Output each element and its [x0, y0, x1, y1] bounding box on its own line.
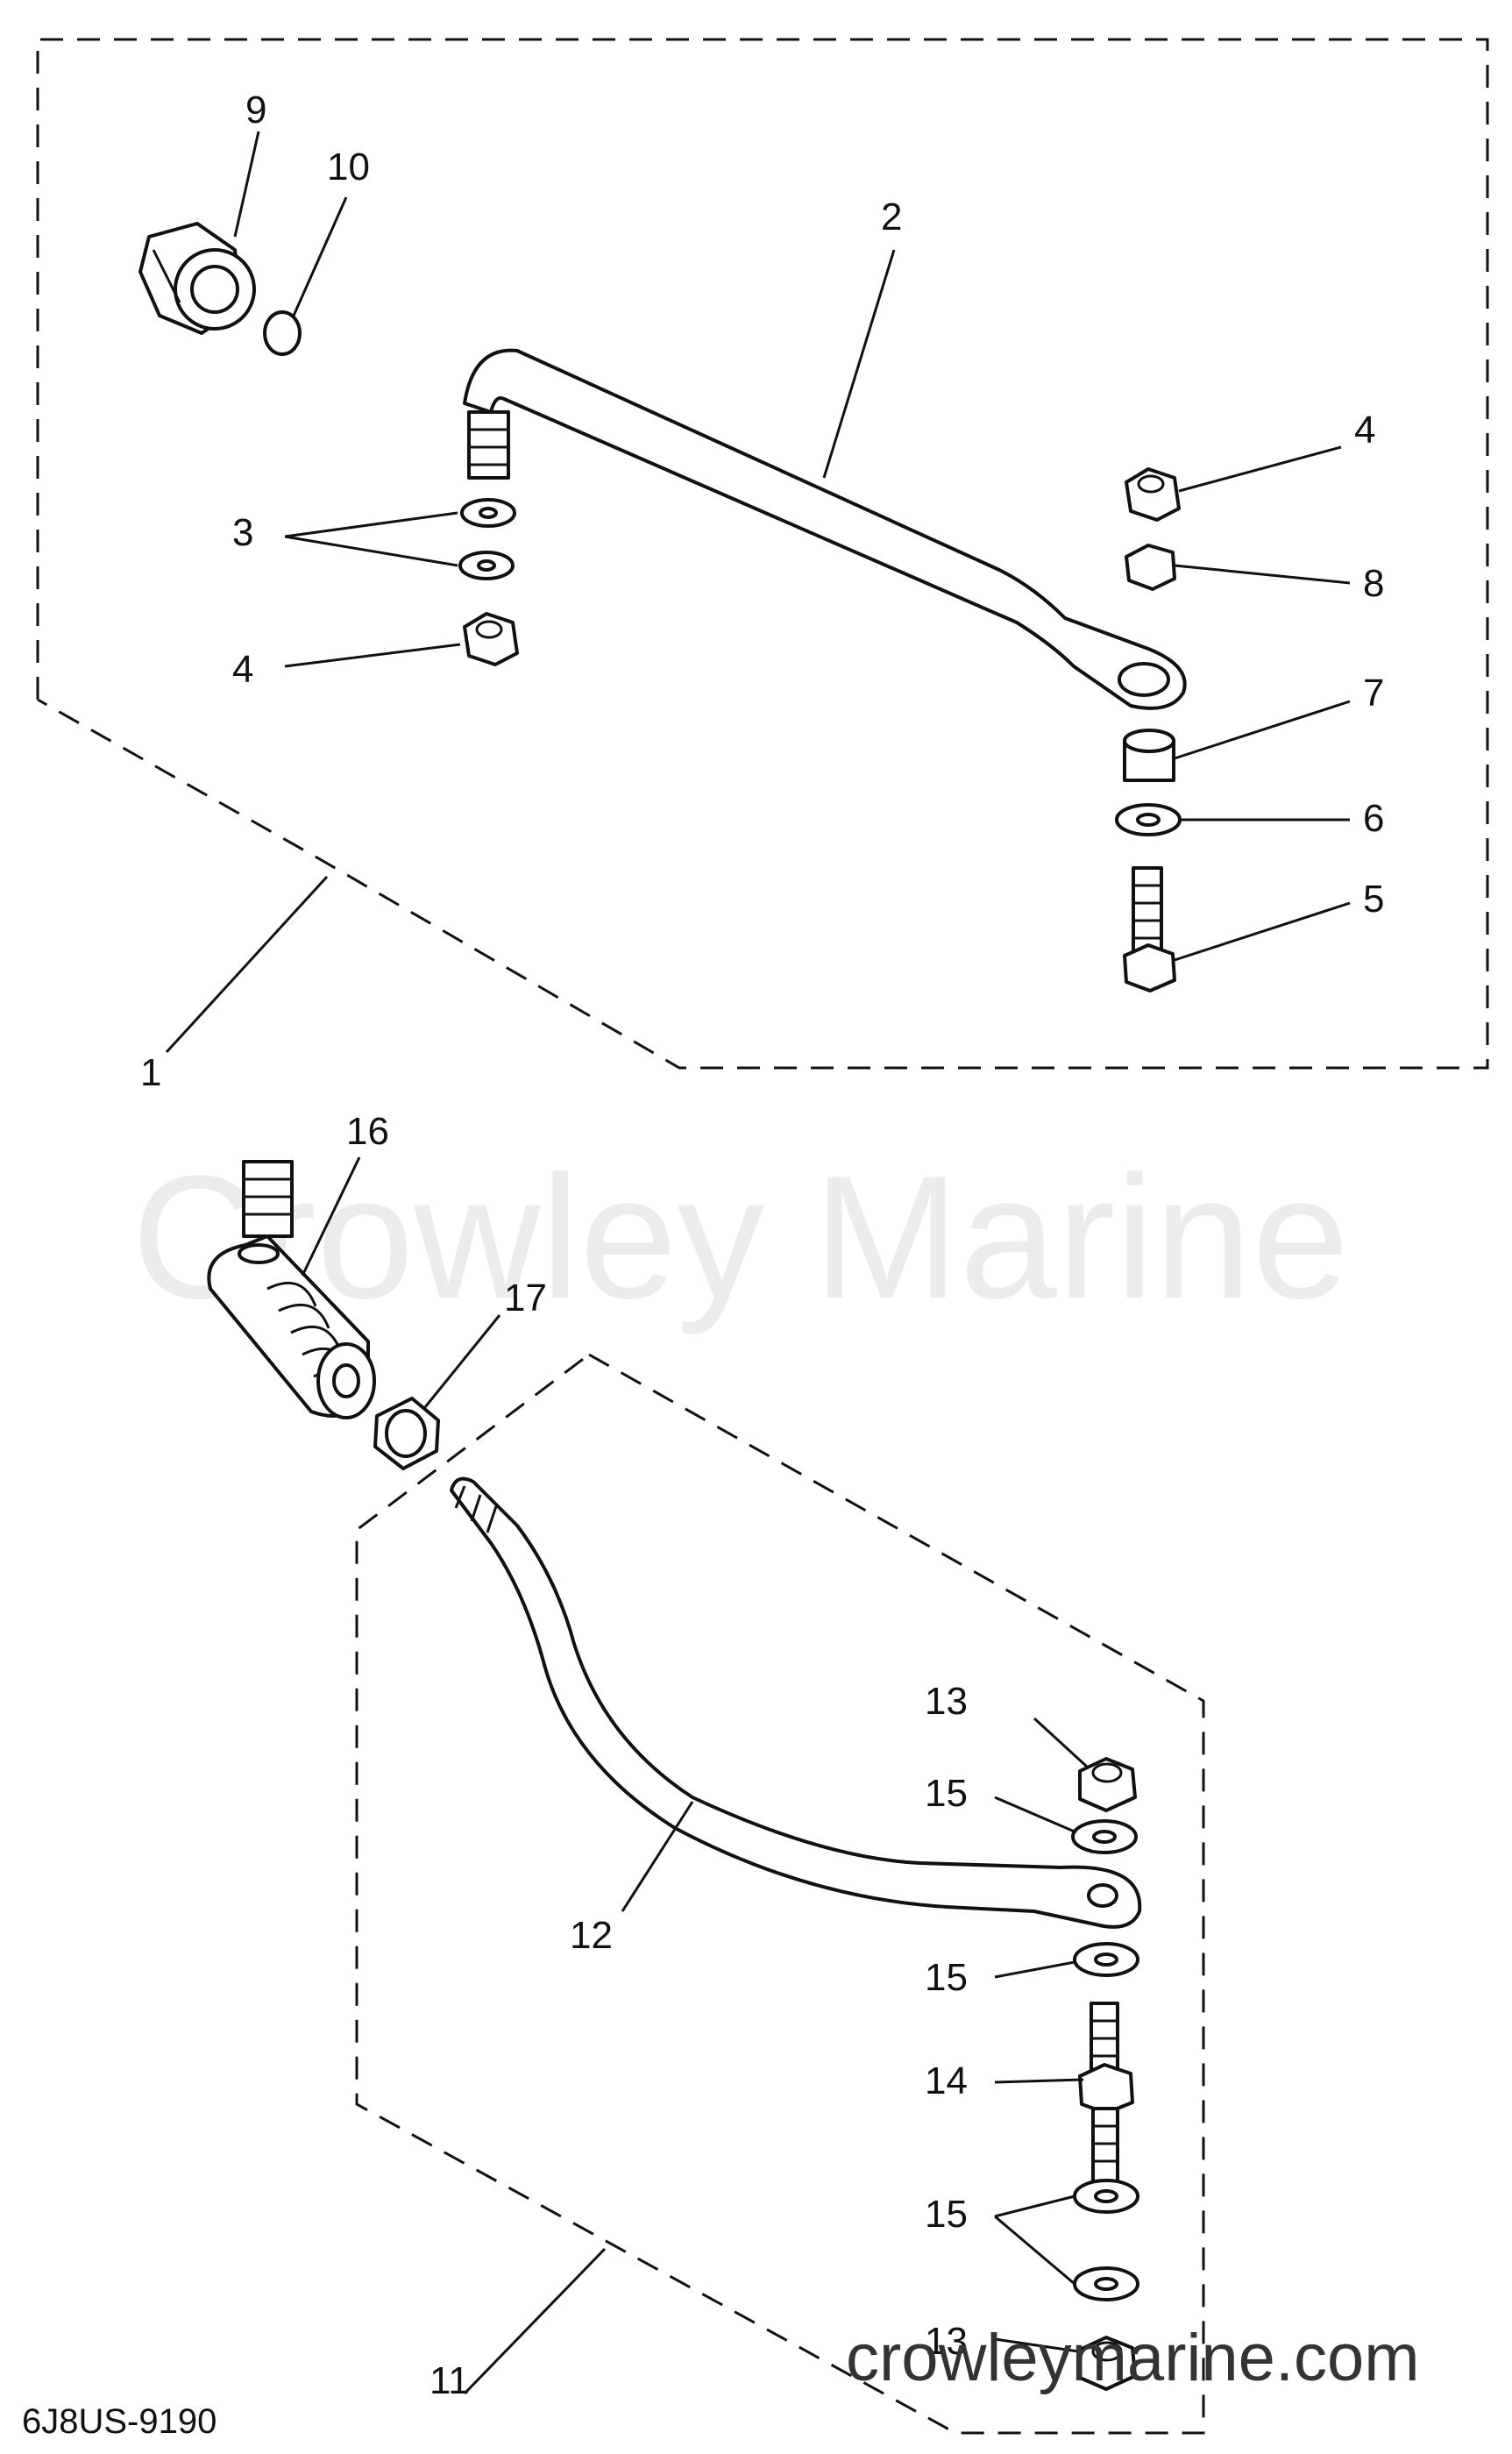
leader-8	[1174, 564, 1351, 585]
part-4-nut-right[interactable]	[1125, 467, 1181, 522]
leader-9	[233, 131, 260, 238]
part-10-o-ring[interactable]	[263, 310, 302, 356]
assembly-11-outline	[355, 1353, 1205, 2435]
leader-17	[423, 1314, 501, 1408]
part-6-washer[interactable]	[1115, 803, 1182, 836]
leader-3a	[284, 511, 458, 538]
part-13-nut-lower[interactable]	[1078, 2336, 1137, 2391]
callout-11: 11	[429, 2359, 470, 2402]
leader-15a	[994, 1796, 1077, 1834]
part-7-bushing[interactable]	[1123, 729, 1175, 782]
callout-10: 10	[327, 146, 370, 188]
part-3-washer-b[interactable]	[458, 551, 515, 580]
leader-4a	[284, 643, 461, 668]
leader-7	[1174, 700, 1351, 760]
leader-4b	[1178, 445, 1342, 493]
leader-3b	[284, 535, 458, 567]
part-12-shift-rod[interactable]	[450, 1476, 1142, 1929]
callout-4-right: 4	[1354, 409, 1375, 452]
watermark-center: Crowley Marine	[131, 1140, 1349, 1335]
part-3-washer-a[interactable]	[460, 498, 516, 528]
callout-8: 8	[1363, 562, 1384, 605]
leader-16	[301, 1156, 361, 1277]
leader-11	[463, 2247, 607, 2395]
leader-14	[994, 2078, 1084, 2084]
part-15-washer-b[interactable]	[1073, 1942, 1139, 1977]
callout-14: 14	[925, 2059, 968, 2102]
callout-15-c: 15	[925, 2193, 968, 2236]
part-17-bushing[interactable]	[373, 1397, 440, 1470]
part-8-collar[interactable]	[1125, 544, 1176, 591]
callout-3: 3	[232, 511, 253, 554]
part-15-washer-a[interactable]	[1071, 1819, 1138, 1854]
callout-9: 9	[245, 89, 266, 132]
part-15-washer-d[interactable]	[1073, 2266, 1139, 2301]
leader-10	[292, 196, 348, 317]
callout-15-a: 15	[925, 1772, 968, 1815]
leader-15c-2	[994, 2215, 1075, 2286]
callout-15-b: 15	[925, 1956, 968, 1999]
callout-12: 12	[570, 1914, 613, 1957]
callout-17: 17	[504, 1277, 547, 1319]
part-16-cable-joint[interactable]	[207, 1160, 376, 1419]
part-14-stud[interactable]	[1078, 2002, 1134, 2185]
leader-13b	[994, 2337, 1079, 2353]
callout-2: 2	[881, 196, 902, 238]
part-9-nut[interactable]	[138, 222, 256, 335]
callout-5: 5	[1363, 878, 1384, 921]
leader-15c-1	[994, 2194, 1075, 2218]
assembly-1-outline	[36, 38, 1489, 1070]
callout-13-upper: 13	[925, 1680, 968, 1723]
leader-5	[1174, 901, 1351, 962]
leader-2	[822, 249, 896, 479]
part-15-washer-c[interactable]	[1073, 2179, 1139, 2214]
callout-7: 7	[1363, 672, 1384, 715]
leader-12	[621, 1801, 694, 1912]
leader-15b	[994, 1960, 1075, 1979]
leader-13a	[1033, 1717, 1089, 1768]
callout-6: 6	[1363, 797, 1384, 840]
callout-16: 16	[346, 1110, 389, 1153]
diagram-code: 6J8US-9190	[22, 2402, 217, 2441]
leader-1	[165, 875, 329, 1054]
part-4-nut-left[interactable]	[463, 612, 519, 666]
callout-4-left: 4	[232, 648, 253, 691]
part-2-shift-rod[interactable]	[463, 348, 1187, 710]
watermark-corner: crowleymarine.com	[846, 2321, 1420, 2395]
part-13-nut-upper[interactable]	[1078, 1757, 1137, 1812]
part-5-bolt[interactable]	[1123, 866, 1176, 992]
callout-1: 1	[140, 1051, 161, 1094]
callout-13-lower: 13	[925, 2320, 968, 2363]
